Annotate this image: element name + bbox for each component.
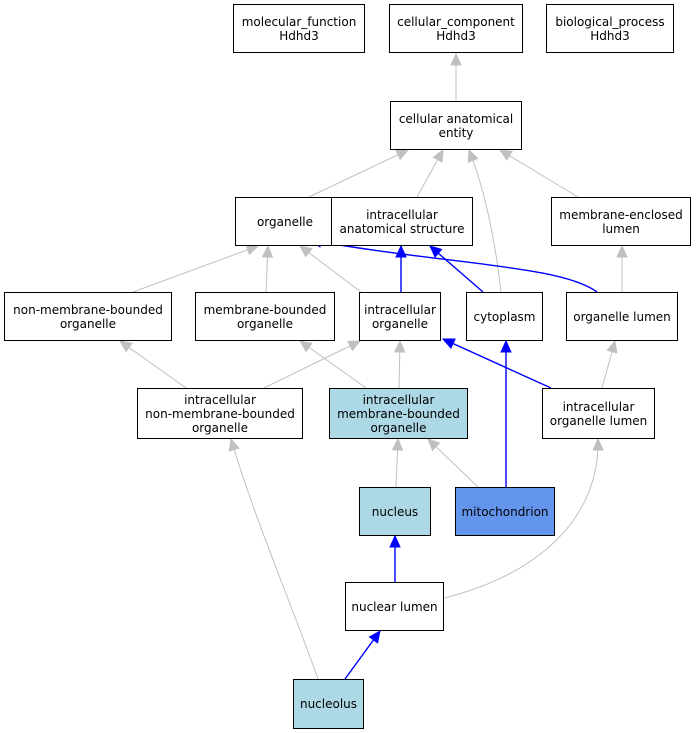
node-cytoplasm[interactable]: cytoplasm — [466, 292, 543, 341]
edge-organelle-lumen-to-membrane-enclosed-lumen — [616, 244, 628, 292]
node-intracellular-anatomical-structure[interactable]: intracellular anatomical structure — [331, 197, 473, 246]
edge-nuclear-lumen-to-nucleus — [389, 534, 401, 582]
edge-organelle-to-cellular-anatomical-entity — [308, 149, 410, 198]
node-biological-process[interactable]: biological_process Hdhd3 — [546, 4, 674, 53]
edge-arrowhead — [498, 149, 513, 161]
node-organelle-lumen[interactable]: organelle lumen — [566, 292, 678, 341]
edge-intracellular-organelle-lumen-to-organelle-lumen — [601, 339, 618, 389]
edge-intracellular-non-membrane-bounded-organelle-to-non-membrane-bounded-organelle — [119, 340, 187, 389]
edge-cellular-anatomical-entity-to-cellular-component — [450, 52, 462, 101]
edge-arrowhead — [261, 244, 274, 258]
node-organelle[interactable]: organelle — [235, 197, 335, 246]
edge-arrowhead — [393, 339, 406, 353]
edge-intracellular-membrane-bounded-organelle-to-intracellular-organelle — [393, 339, 406, 389]
edge-intracellular-membrane-bounded-organelle-to-membrane-bounded-organelle — [299, 340, 367, 389]
edge-arrowhead — [441, 338, 456, 350]
node-membrane-enclosed-lumen[interactable]: membrane-enclosed lumen — [551, 197, 691, 246]
node-non-membrane-bounded-organelle[interactable]: non-membrane-bounded organelle — [4, 292, 172, 341]
node-intracellular-organelle[interactable]: intracellular organelle — [359, 292, 441, 341]
edge-arrowhead — [347, 340, 362, 352]
edge-nuclear-lumen-to-intracellular-organelle-lumen — [443, 437, 604, 599]
edge-membrane-enclosed-lumen-to-cellular-anatomical-entity — [498, 149, 579, 198]
edge-intracellular-non-membrane-bounded-organelle-to-intracellular-organelle — [263, 340, 362, 389]
edge-arrowhead — [427, 438, 441, 452]
edge-arrowhead — [395, 244, 407, 258]
node-cellular-anatomical-entity[interactable]: cellular anatomical entity — [390, 101, 522, 150]
node-molecular-function[interactable]: molecular_function Hdhd3 — [233, 4, 365, 53]
node-nucleus[interactable]: nucleus — [359, 487, 431, 536]
edge-arrowhead — [299, 340, 313, 353]
node-membrane-bounded-organelle[interactable]: membrane-bounded organelle — [195, 292, 335, 341]
edge-arrowhead — [391, 437, 404, 451]
edge-non-membrane-bounded-organelle-to-organelle — [132, 244, 260, 293]
node-nucleolus[interactable]: nucleolus — [293, 679, 364, 729]
edge-arrowhead — [299, 245, 313, 258]
edge-membrane-bounded-organelle-to-organelle — [261, 244, 274, 293]
edge-nucleolus-to-intracellular-non-membrane-bounded-organelle — [228, 437, 319, 680]
edge-mitochondrion-to-cytoplasm — [500, 339, 512, 487]
edge-arrowhead — [389, 534, 401, 548]
edge-arrowhead — [395, 149, 410, 161]
edge-arrowhead — [432, 148, 444, 163]
edge-arrowhead — [228, 437, 240, 452]
edge-cytoplasm-to-intracellular-anatomical-structure — [429, 245, 484, 293]
node-intracellular-organelle-lumen[interactable]: intracellular organelle lumen — [542, 388, 655, 439]
edge-arrowhead — [368, 630, 381, 644]
node-intracellular-membrane-bounded-organelle[interactable]: intracellular membrane-bounded organelle — [329, 388, 468, 439]
edge-nucleolus-to-nuclear-lumen — [344, 630, 381, 680]
node-mitochondrion[interactable]: mitochondrion — [455, 487, 555, 536]
edge-mitochondrion-to-intracellular-membrane-bounded-organelle — [427, 438, 479, 488]
edge-arrowhead — [606, 339, 618, 354]
edge-intracellular-anatomical-structure-to-cellular-anatomical-entity — [416, 148, 444, 198]
edge-nucleus-to-intracellular-membrane-bounded-organelle — [391, 437, 404, 488]
edge-arrowhead — [592, 437, 604, 451]
edge-arrowhead — [500, 339, 512, 353]
edge-cytoplasm-to-cellular-anatomical-entity — [467, 148, 502, 293]
node-intracellular-non-membrane-bounded-organelle[interactable]: intracellular non-membrane-bounded organ… — [137, 388, 303, 439]
node-cellular-component[interactable]: cellular_component Hdhd3 — [389, 4, 523, 53]
edge-arrowhead — [450, 52, 462, 66]
edge-intracellular-organelle-lumen-to-intracellular-organelle — [441, 338, 552, 389]
edge-arrowhead — [429, 245, 443, 258]
edge-arrowhead — [119, 340, 133, 353]
edge-arrowhead — [467, 148, 479, 163]
edge-arrowhead — [245, 244, 260, 256]
edge-intracellular-organelle-to-organelle — [299, 245, 362, 293]
edge-arrowhead — [616, 244, 628, 258]
node-nuclear-lumen[interactable]: nuclear lumen — [345, 582, 444, 631]
